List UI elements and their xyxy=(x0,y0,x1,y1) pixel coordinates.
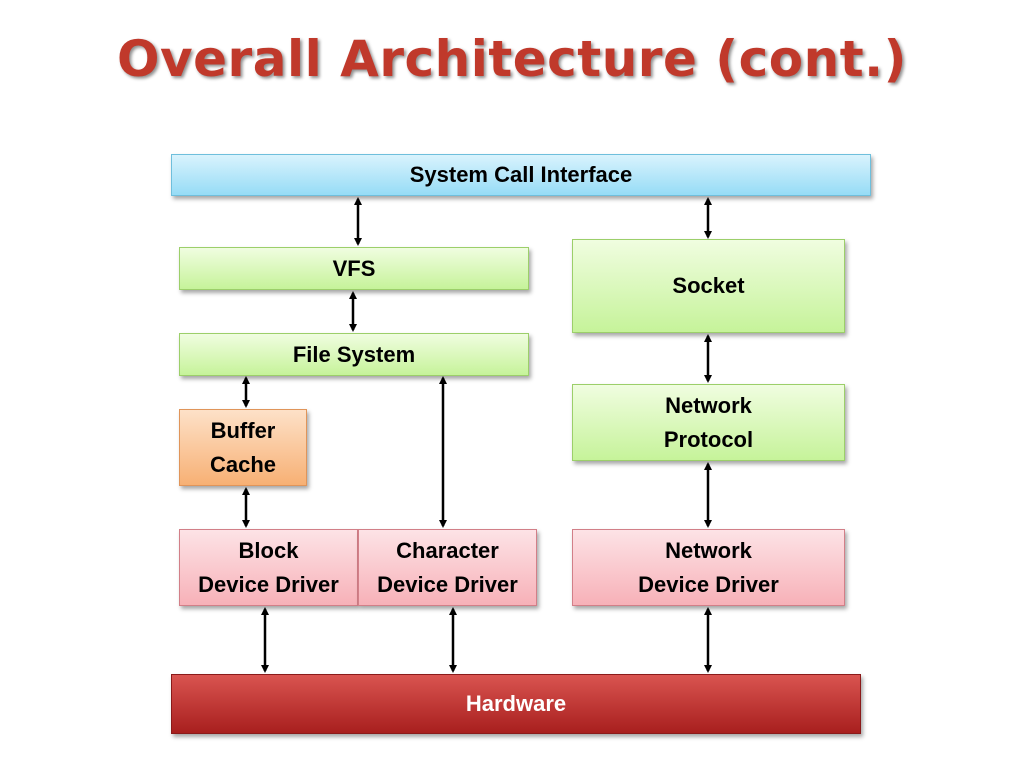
system-call-interface-label: System Call Interface xyxy=(409,162,633,187)
socket-label: Socket xyxy=(672,273,745,298)
character-device-driver-label: Character Device Driver xyxy=(377,537,518,597)
buffer-cache-label: Buffer Cache xyxy=(209,417,277,477)
file-system-box: File System xyxy=(179,333,529,376)
hardware-label: Hardware xyxy=(465,691,567,716)
system-call-interface-box: System Call Interface xyxy=(171,154,871,196)
network-device-driver-label: Network Device Driver xyxy=(638,537,779,597)
vfs-label: VFS xyxy=(332,255,376,281)
block-device-driver-box: Block Device Driver xyxy=(179,529,358,606)
network-device-driver-box: Network Device Driver xyxy=(572,529,845,606)
character-device-driver-box: Character Device Driver xyxy=(358,529,537,606)
file-system-label: File System xyxy=(292,341,416,367)
buffer-cache-box: Buffer Cache xyxy=(179,409,307,486)
socket-box: Socket xyxy=(572,239,845,333)
network-protocol-label: Network Protocol xyxy=(663,392,754,452)
block-device-driver-label: Block Device Driver xyxy=(198,537,339,597)
slide-title: Overall Architecture (cont.) xyxy=(117,30,907,88)
vfs-box: VFS xyxy=(179,247,529,290)
hardware-box: Hardware xyxy=(171,674,861,734)
network-protocol-box: Network Protocol xyxy=(572,384,845,461)
